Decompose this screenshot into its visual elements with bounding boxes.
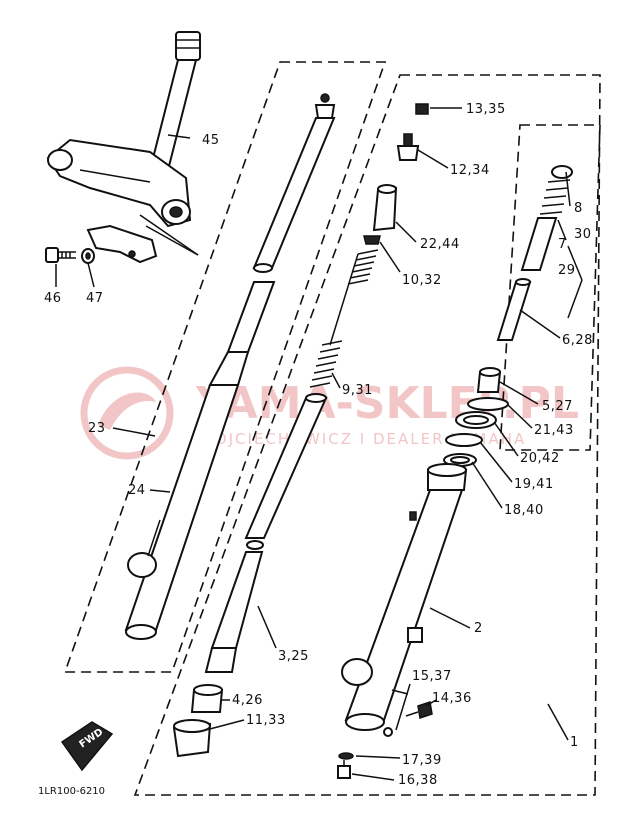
bushing-18 [443, 453, 477, 467]
leader-lines-left [55, 134, 199, 493]
cap-13 [415, 103, 429, 115]
callout-5-27: 5,27 [542, 399, 573, 414]
gasket-17 [338, 752, 354, 760]
callout-17-39: 17,39 [402, 753, 442, 768]
callout-47: 47 [86, 291, 104, 306]
callout-23: 23 [88, 421, 106, 436]
callout-1: 1 [570, 735, 579, 750]
callout-22-44: 22,44 [420, 237, 460, 252]
outer-tube-2 [341, 463, 468, 731]
oil-seal-20 [455, 411, 497, 429]
collar-5 [476, 367, 502, 393]
drain-bolt-14 [405, 701, 433, 719]
outer-tube-group-outline [133, 74, 601, 796]
bolt-46 [45, 247, 76, 263]
callout-6-28: 6,28 [562, 333, 593, 348]
diagram-code: 1LR100-6210 [38, 786, 105, 797]
washer-47 [81, 248, 95, 264]
washer-19 [445, 433, 483, 447]
callout-2: 2 [474, 621, 483, 636]
callout-18-40: 18,40 [504, 503, 544, 518]
leader-lines-right [205, 107, 583, 781]
callout-9-31: 9,31 [342, 383, 373, 398]
callout-30: 30 [574, 227, 592, 242]
seal-4 [190, 684, 224, 713]
damper-rod-6 [496, 278, 532, 341]
damper-rod-upper [520, 165, 573, 271]
steering-stem-bracket [46, 31, 201, 228]
watermark-logo-swoosh [98, 392, 156, 430]
fork-tube-group-outline [63, 61, 387, 673]
fork-spring-upper [329, 249, 379, 346]
clamp-bracket [86, 224, 158, 264]
callout-45: 45 [202, 133, 220, 148]
callout-labels: 45 46 47 23 24 13,35 12,34 22,44 10,32 9… [44, 102, 593, 788]
fork-spring-9 [309, 340, 343, 388]
callout-24: 24 [128, 483, 146, 498]
clip-21 [467, 397, 509, 411]
callout-12-34: 12,34 [450, 163, 490, 178]
watermark-title: YAMA-SKLEP.PL [195, 378, 579, 429]
gasket-15 [383, 727, 393, 737]
callout-29: 29 [558, 263, 576, 278]
callout-13-35: 13,35 [466, 102, 506, 117]
callout-19-41: 19,41 [514, 477, 554, 492]
spring-seat-10 [363, 235, 381, 245]
damper-rod-group-outline [499, 124, 601, 451]
inner-tube-upper [252, 93, 336, 273]
callout-3-25: 3,25 [278, 649, 309, 664]
dust-seal-11 [172, 719, 212, 758]
callout-11-33: 11,33 [246, 713, 286, 728]
callout-46: 46 [44, 291, 62, 306]
fwd-marker: FWD [60, 721, 114, 772]
callout-7: 7 [558, 237, 567, 252]
callout-20-42: 20,42 [520, 451, 560, 466]
callout-8: 8 [574, 201, 583, 216]
watermark-logo [80, 366, 174, 460]
callout-4-26: 4,26 [232, 693, 263, 708]
outer-tube-23 [124, 281, 276, 640]
inner-tube-3 [204, 393, 328, 673]
cap-bolt-12 [396, 133, 420, 161]
callout-15-37: 15,37 [412, 669, 452, 684]
watermark-subtitle: WOJCIECHOWICZ I DEALER YAMAHA [198, 430, 526, 448]
bolt-16 [337, 760, 351, 779]
spacer-22 [372, 184, 398, 232]
callout-16-38: 16,38 [398, 773, 438, 788]
callout-21-43: 21,43 [534, 423, 574, 438]
callout-10-32: 10,32 [402, 273, 442, 288]
callout-14-36: 14,36 [432, 691, 472, 706]
